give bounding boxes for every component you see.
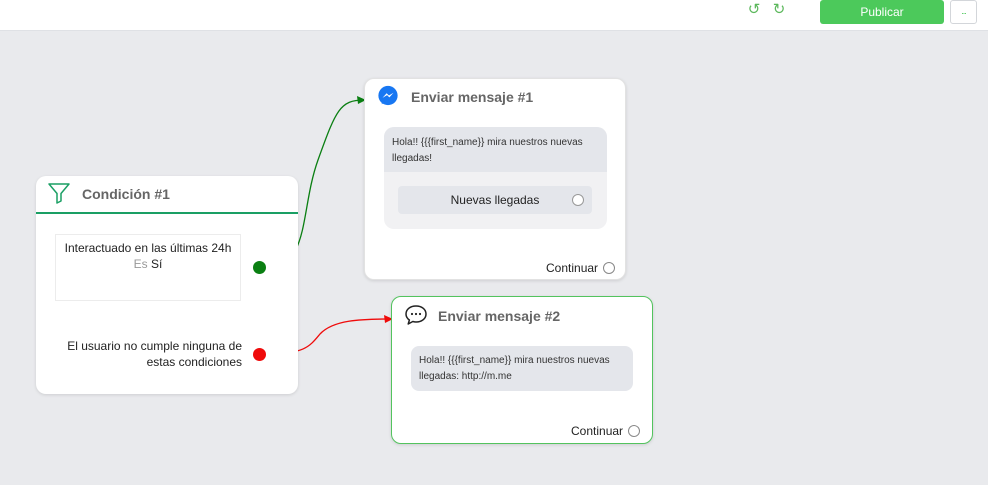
- send-message-node-2[interactable]: Enviar mensaje #2 Hola!! {{{first_name}}…: [391, 296, 653, 444]
- message-2-continue-label: Continuar: [571, 424, 624, 438]
- undo-icon[interactable]: ↺: [747, 1, 761, 18]
- condition-else-text: El usuario no cumple ninguna de estas co…: [67, 339, 242, 369]
- message-node-1-title: Enviar mensaje #1: [411, 89, 534, 105]
- message-2-continue: Continuar: [571, 424, 641, 438]
- condition-true-output-port[interactable]: [253, 261, 266, 274]
- publish-button[interactable]: Publicar: [820, 0, 944, 24]
- condition-operator: Es: [133, 257, 148, 271]
- message-2-text: Hola!! {{{first_name}} mira nuestros nue…: [419, 355, 610, 382]
- condition-rule-text: Interactuado en las últimas 24h: [64, 241, 232, 255]
- more-options-button[interactable]: ...: [950, 0, 977, 24]
- message-1-bubble[interactable]: Hola!! {{{first_name}} mira nuestros nue…: [384, 127, 607, 229]
- quick-reply-label: Nuevas llegadas: [450, 193, 540, 207]
- funnel-icon: [48, 183, 70, 204]
- message-node-2-title: Enviar mensaje #2: [438, 308, 561, 324]
- message-1-continue-port[interactable]: [603, 262, 616, 274]
- quick-reply-button[interactable]: Nuevas llegadas: [398, 186, 592, 214]
- message-1-continue-label: Continuar: [546, 261, 599, 275]
- message-1-continue: Continuar: [546, 261, 616, 275]
- condition-node-header: Condición #1: [36, 176, 298, 214]
- condition-value: Sí: [151, 257, 163, 271]
- more-options-icon: ...: [961, 6, 966, 16]
- quick-reply-port[interactable]: [572, 194, 584, 206]
- send-message-node-1[interactable]: Enviar mensaje #1 Hola!! {{{first_name}}…: [364, 78, 626, 280]
- chat-bubble-icon: [405, 305, 427, 325]
- messenger-icon: [378, 85, 398, 106]
- top-toolbar: ↺ ↻ Publicar ...: [0, 0, 988, 31]
- condition-rule[interactable]: Interactuado en las últimas 24h Es Sí: [55, 234, 241, 301]
- condition-node-title: Condición #1: [82, 186, 170, 202]
- condition-false-output-port[interactable]: [253, 348, 266, 361]
- condition-node[interactable]: Condición #1 Interactuado en las últimas…: [36, 176, 298, 394]
- message-2-continue-port[interactable]: [628, 425, 641, 437]
- message-1-text: Hola!! {{{first_name}} mira nuestros nue…: [384, 127, 607, 172]
- condition-rule-operator-value: Es Sí: [56, 256, 240, 272]
- message-2-bubble[interactable]: Hola!! {{{first_name}} mira nuestros nue…: [411, 346, 633, 391]
- redo-icon[interactable]: ↻: [772, 1, 786, 18]
